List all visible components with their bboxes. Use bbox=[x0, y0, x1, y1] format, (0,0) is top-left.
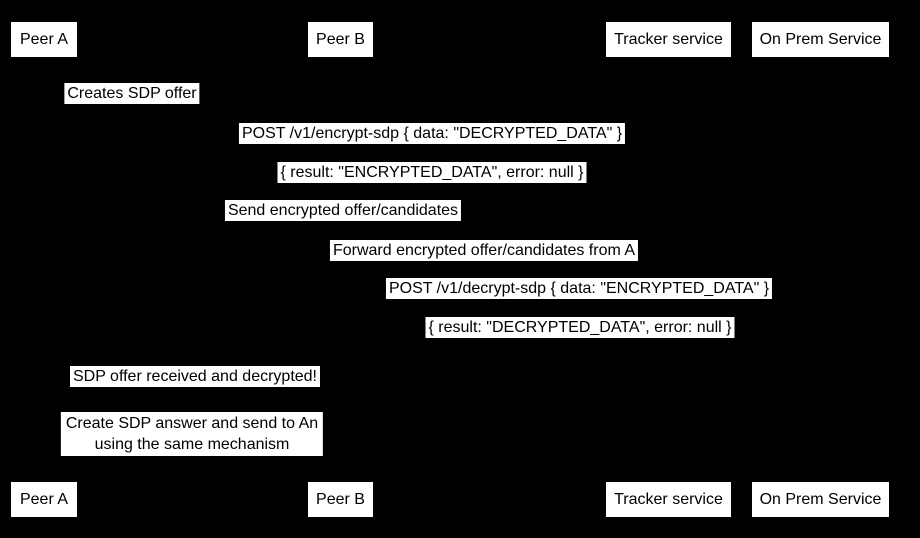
actor-peer-a-bottom: Peer A bbox=[11, 482, 77, 517]
message-encrypt-result: { result: "ENCRYPTED_DATA", error: null … bbox=[277, 162, 587, 183]
actor-peer-b-bottom: Peer B bbox=[308, 482, 373, 517]
message-sdp-offer-received: SDP offer received and decrypted! bbox=[70, 366, 320, 387]
actor-peer-b-top: Peer B bbox=[308, 22, 373, 57]
actor-on-prem-service-top: On Prem Service bbox=[752, 22, 889, 57]
note-create-sdp-answer: Create SDP answer and send to An using t… bbox=[60, 412, 324, 456]
message-forward-encrypted-offer: Forward encrypted offer/candidates from … bbox=[329, 240, 639, 261]
actor-tracker-service-bottom: Tracker service bbox=[606, 482, 731, 517]
message-post-encrypt-sdp: POST /v1/encrypt-sdp { data: "DECRYPTED_… bbox=[238, 123, 626, 144]
actor-tracker-service-top: Tracker service bbox=[606, 22, 731, 57]
message-send-encrypted-offer: Send encrypted offer/candidates bbox=[224, 200, 462, 221]
message-creates-sdp-offer: Creates SDP offer bbox=[64, 83, 200, 104]
actor-on-prem-service-bottom: On Prem Service bbox=[752, 482, 889, 517]
message-decrypt-result: { result: "DECRYPTED_DATA", error: null … bbox=[425, 317, 735, 338]
actor-peer-a-top: Peer A bbox=[11, 22, 77, 57]
message-post-decrypt-sdp: POST /v1/decrypt-sdp { data: "ENCRYPTED_… bbox=[385, 278, 773, 299]
